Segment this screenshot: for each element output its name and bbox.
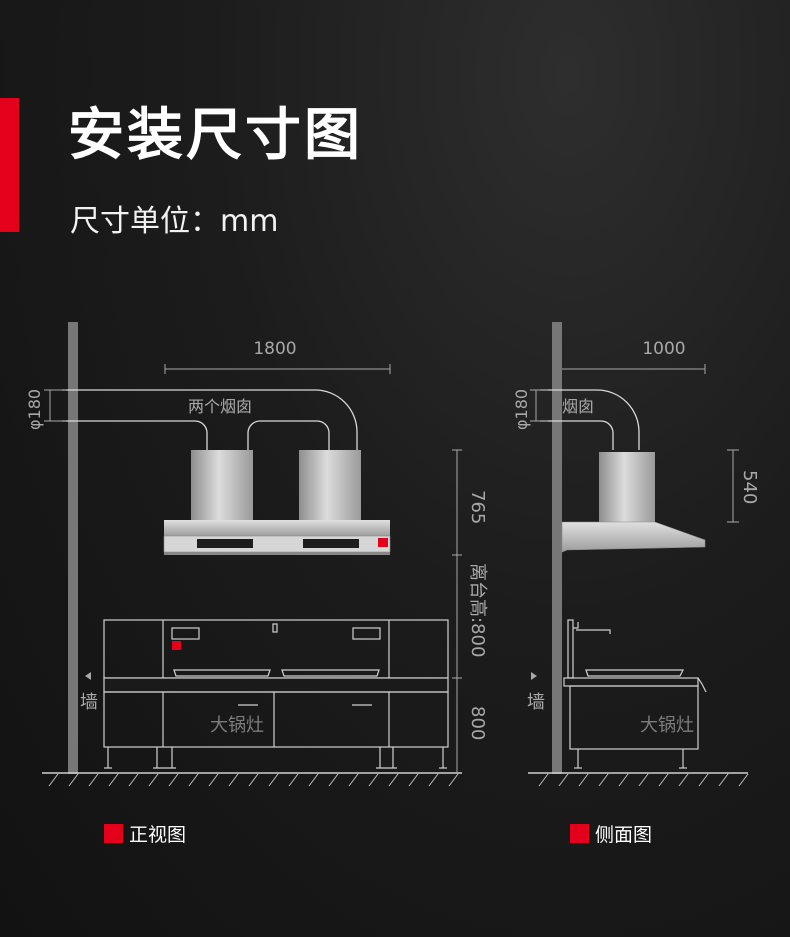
side-flue-diameter: φ180: [512, 389, 531, 430]
front-flue-duct: [62, 389, 358, 450]
front-flue-diameter: φ180: [25, 389, 44, 430]
front-stove-height: 800: [467, 706, 488, 740]
side-caption-marker: [570, 824, 589, 843]
side-flue-duct: [540, 389, 640, 450]
accent-bar: [0, 98, 19, 232]
side-flue-label: 烟囱: [562, 397, 594, 416]
page-title: 安装尺寸图: [68, 103, 363, 168]
side-wall: [552, 322, 562, 774]
front-hood-height: 765: [467, 490, 488, 524]
side-stove: [563, 619, 707, 769]
front-stove: [103, 619, 449, 769]
side-view: 烟囱 φ180 1000 540 墙: [512, 322, 760, 846]
front-hood-indicator: [378, 538, 388, 547]
front-view: 两个烟囱 φ180 1800: [25, 322, 488, 846]
side-floor: [528, 772, 749, 787]
front-floor: [42, 772, 462, 787]
front-width-dimension: [164, 364, 391, 374]
front-width-value: 1800: [253, 339, 296, 359]
front-wall-label: 墙: [80, 692, 98, 713]
front-wall: [68, 322, 78, 774]
side-view-caption: 侧面图: [595, 824, 652, 846]
front-caption-marker: [104, 824, 123, 843]
side-hood-dimension: [727, 449, 739, 523]
side-stove-label: 大锅灶: [640, 715, 694, 736]
side-range-hood: [561, 452, 706, 553]
side-flue-dimension: [530, 389, 548, 422]
front-stove-label: 大锅灶: [210, 715, 264, 736]
front-flue-dimension: [44, 389, 66, 422]
front-clearance: 离台高:800: [467, 563, 488, 657]
side-wall-label: 墙: [527, 692, 545, 713]
front-height-dimensions: [452, 449, 462, 773]
unit-note: 尺寸单位：mm: [70, 204, 279, 239]
side-depth-value: 1000: [642, 339, 685, 359]
front-stove-indicator: [172, 641, 181, 650]
front-wall-arrow: [85, 672, 91, 680]
side-depth-dimension: [562, 364, 706, 374]
side-hood-height: 540: [739, 470, 760, 504]
front-flue-label: 两个烟囱: [188, 397, 252, 416]
front-view-caption: 正视图: [129, 824, 186, 846]
side-wall-arrow: [531, 672, 537, 680]
front-range-hood: [163, 450, 391, 555]
